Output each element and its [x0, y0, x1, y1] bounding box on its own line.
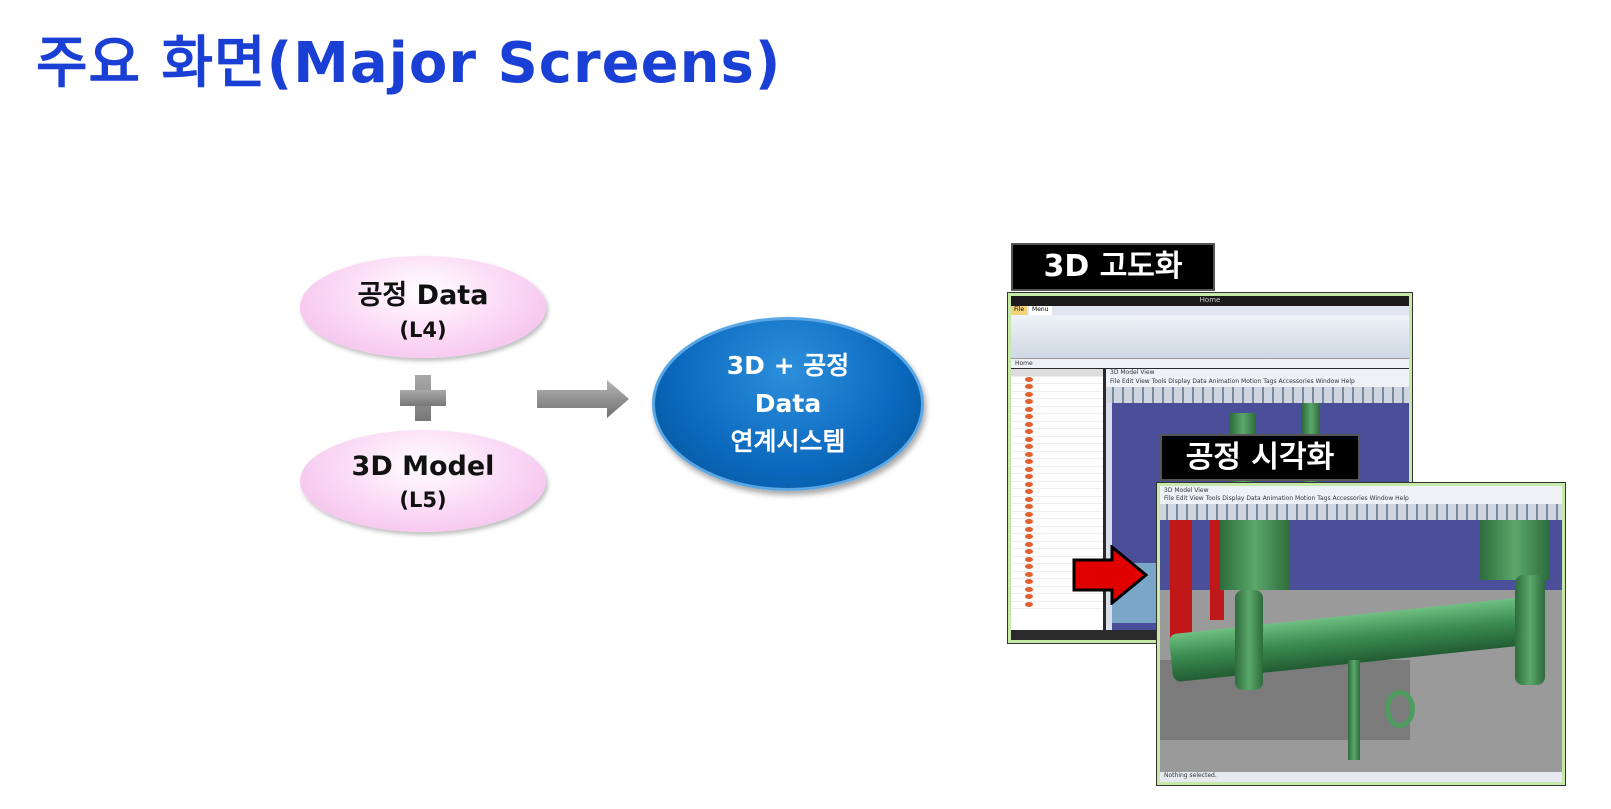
input-level: (L4)	[399, 317, 447, 342]
input-process-data: 공정 Data (L4)	[300, 256, 546, 358]
result-line3: 연계시스템	[730, 427, 846, 456]
screenshot-process-visualization: 3D Model View File Edit View Tools Displ…	[1156, 482, 1566, 786]
slide-title: 주요 화면(Major Screens)	[36, 31, 782, 96]
view-title: 3D Model View	[1160, 486, 1562, 495]
tab-menu: Menu	[1029, 306, 1052, 315]
input-name: 3D Model	[351, 450, 495, 482]
window-title: Home	[1011, 296, 1409, 306]
view-title: 3D Model View	[1106, 369, 1409, 378]
view-menu: File Edit View Tools Display Data Animat…	[1160, 495, 1562, 504]
highlight-arrow-icon	[1072, 545, 1148, 605]
screen1-label: 3D 고도화	[1011, 243, 1215, 291]
input-name: 공정 Data	[357, 279, 489, 311]
3d-scene	[1160, 520, 1562, 772]
input-3d-model: 3D Model (L5)	[300, 430, 546, 532]
view-toolbar	[1106, 387, 1409, 403]
ribbon-toolbar	[1011, 315, 1409, 359]
view-menu: File Edit View Tools Display Data Animat…	[1106, 378, 1409, 387]
arrow-right-icon	[537, 380, 629, 418]
screen2-label: 공정 시각화	[1160, 434, 1360, 481]
plus-icon	[400, 375, 446, 421]
home-tab: Home	[1011, 359, 1409, 368]
result-line1: 3D + 공정	[726, 351, 850, 380]
view-toolbar	[1160, 504, 1562, 520]
result-system-ellipse: 3D + 공정 Data 연계시스템	[652, 317, 924, 491]
input-level: (L5)	[399, 487, 447, 512]
result-line2: Data	[754, 389, 822, 418]
tab-file: File	[1011, 306, 1028, 315]
status-bar: Nothing selected.	[1160, 772, 1562, 782]
ribbon-tabs: File Menu	[1011, 306, 1409, 315]
